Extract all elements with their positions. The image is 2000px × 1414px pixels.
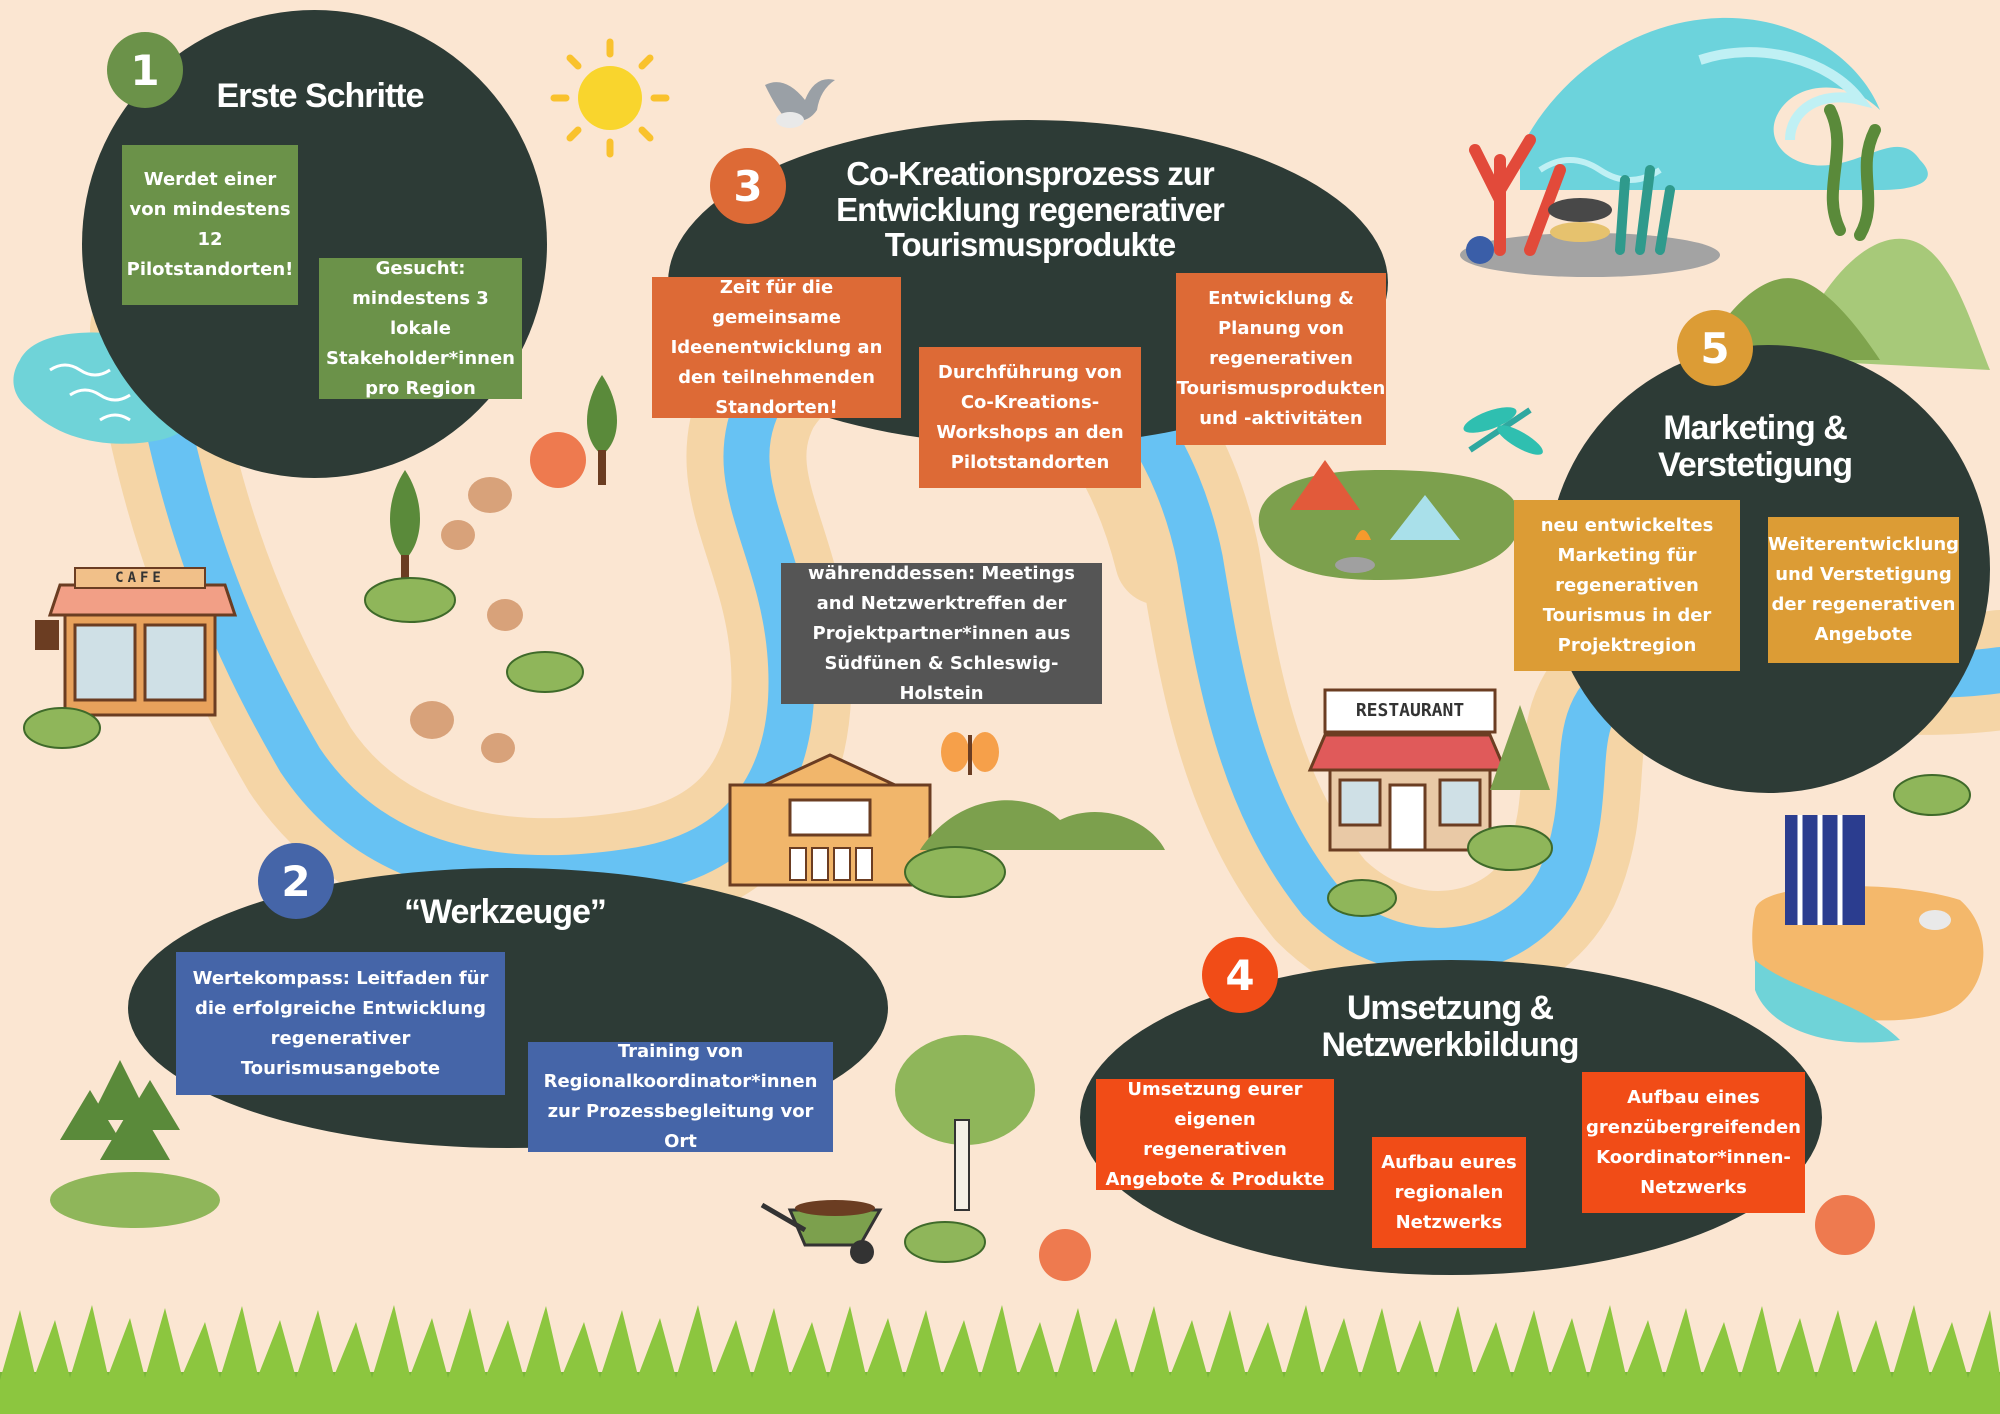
step1-box-pilot-sites: Werdet einer von mindestens 12 Pilotstan… xyxy=(122,145,298,305)
campsite-icon xyxy=(1258,460,1520,580)
coral-icon xyxy=(1460,134,1720,277)
step1-badge: 1 xyxy=(107,32,183,108)
step3-badge: 3 xyxy=(710,148,786,224)
step5-box-continuation: Weiterentwicklung und Verstetigung der r… xyxy=(1768,517,1959,663)
step4-badge: 4 xyxy=(1202,937,1278,1013)
step3-box-workshops: Durchführung von Co-Kreations-Workshops … xyxy=(919,347,1141,488)
step4-box-crossborder-network: Aufbau eines grenzübergreifenden Koordin… xyxy=(1582,1072,1805,1213)
step1-title: Erste Schritte xyxy=(216,77,424,115)
step3-box-idea-development: Zeit für die gemeinsame Ideenentwicklung… xyxy=(652,277,901,418)
meanwhile-box: währenddessen: Meetings and Netzwerktref… xyxy=(781,563,1102,704)
butterfly-icon xyxy=(941,732,999,775)
step2-badge: 2 xyxy=(258,843,334,919)
tree-icon xyxy=(390,375,617,595)
step5-box-marketing: neu entwickeltes Marketing für regenerat… xyxy=(1514,500,1740,671)
bush-icon xyxy=(23,577,1971,1263)
tree-icon xyxy=(50,1060,220,1228)
cafe-building-icon xyxy=(35,567,238,717)
birch-tree-icon xyxy=(895,1035,1035,1211)
restaurant-building-icon xyxy=(1307,688,1550,852)
seagull-icon xyxy=(765,79,835,128)
step1-box-stakeholders: Gesucht: mindestens 3 lokale Stakeholder… xyxy=(319,258,522,399)
step4-title: Umsetzung & Netzwerkbildung xyxy=(1321,989,1579,1064)
step3-box-product-planning: Entwicklung & Planung von regenerativen … xyxy=(1176,273,1386,445)
sheep-icon xyxy=(410,477,523,763)
sun-icon xyxy=(550,38,670,158)
restaurant-sign: RESTAURANT xyxy=(1355,700,1465,721)
wave-icon xyxy=(1520,17,1928,190)
grass-icon xyxy=(0,1305,2000,1414)
step4-box-regional-network: Aufbau eures regionalen Netzwerks xyxy=(1372,1137,1526,1248)
town-hall-icon xyxy=(728,753,932,887)
wheelbarrow-icon xyxy=(760,1200,883,1264)
seaweed-icon xyxy=(1824,104,1881,241)
step2-box-coordinator-training: Training von Regionalkoordinator*innen z… xyxy=(528,1041,833,1152)
bush-icon xyxy=(530,432,1875,1281)
step4-box-implementation: Umsetzung eurer eigenen regenerativen An… xyxy=(1096,1079,1334,1190)
cafe-sign: CAFE xyxy=(115,570,165,586)
dragonfly-icon xyxy=(1463,407,1543,455)
step3-title: Co-Kreationsprozess zur Entwicklung rege… xyxy=(836,155,1225,264)
step2-title: “Werkzeuge” xyxy=(404,893,607,931)
step5-badge: 5 xyxy=(1677,310,1753,386)
beach-chair-icon xyxy=(1752,815,1984,1043)
hills-icon xyxy=(920,800,1165,850)
step2-box-values-compass: Wertekompass: Leitfaden für die erfolgre… xyxy=(176,952,505,1095)
step5-title: Marketing & Verstetigung xyxy=(1658,409,1853,484)
